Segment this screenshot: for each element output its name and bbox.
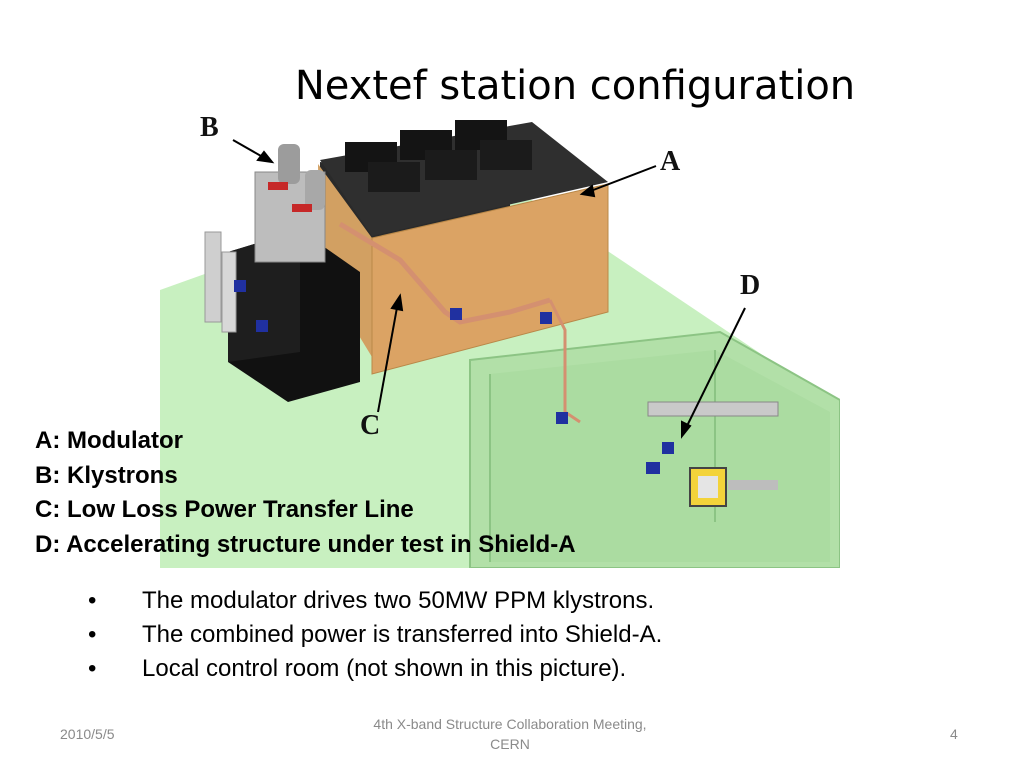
accelerating-structure (556, 401, 779, 507)
footer-event-line1: 4th X-band Structure Collaboration Meeti… (373, 716, 647, 732)
figure-label-b: B (200, 112, 219, 143)
bullet-text: The modulator drives two 50MW PPM klystr… (142, 587, 655, 614)
bullet-item: • The modulator drives two 50MW PPM klys… (88, 584, 662, 618)
bullet-marker: • (88, 655, 97, 682)
page-number: 4 (950, 726, 958, 742)
legend-item-c: C: Low Loss Power Transfer Line (35, 496, 414, 523)
bullet-text: Local control room (not shown in this pi… (142, 655, 627, 682)
station-figure: B A D C (160, 112, 840, 568)
bullet-marker: • (88, 587, 97, 614)
slide-title: Nextef station configuration (294, 63, 856, 109)
figure-label-d: D (740, 270, 760, 301)
legend-item-a: A: Modulator (35, 427, 183, 454)
klystron-assembly (204, 144, 360, 402)
bullet-item: • The combined power is transferred into… (88, 618, 662, 652)
legend-item-b: B: Klystrons (35, 461, 178, 489)
bullet-item: • Local control room (not shown in this … (88, 652, 662, 686)
footer-event: 4th X-band Structure Collaboration Meeti… (340, 714, 680, 754)
figure-legend: A: Modulator B: Klystrons C: Low Loss Po… (35, 424, 576, 562)
modulator-tank (318, 120, 609, 375)
bullet-text: The combined power is transferred into S… (142, 621, 663, 648)
legend-item-d: D: Accelerating structure under test in … (35, 530, 576, 558)
footer-event-line2: CERN (490, 736, 530, 752)
figure-label-a: A (660, 146, 681, 177)
figure-label-c: C (360, 410, 380, 441)
bullet-list: • The modulator drives two 50MW PPM klys… (88, 584, 662, 686)
footer-date: 2010/5/5 (60, 726, 115, 742)
bullet-marker: • (88, 621, 97, 648)
